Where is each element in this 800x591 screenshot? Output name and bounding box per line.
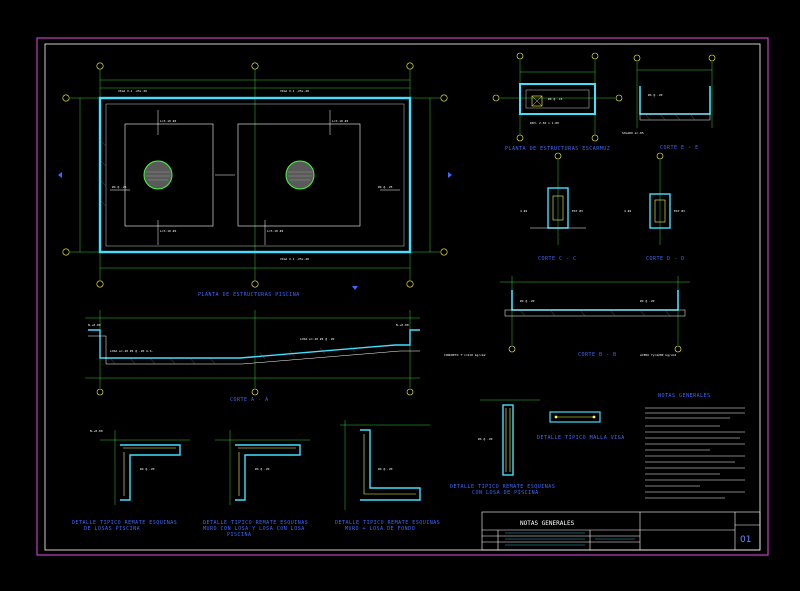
section-ee-drawing: #4 @ .20 SOLADO e=.05 xyxy=(622,54,716,135)
sheet-number: 01 xyxy=(740,535,752,545)
svg-text:DIM. 2.50 x 1.00: DIM. 2.50 x 1.00 xyxy=(530,121,559,125)
detail-2-line3: PISCINA xyxy=(227,532,252,538)
detail-1-drawing: #4 @ .20 N.+0.00 xyxy=(90,429,190,505)
pit-plan: #4 @ .15 DIM. 2.50 x 1.00 xyxy=(492,52,623,142)
outer-sheet-border xyxy=(36,37,769,556)
svg-text:#4 @ .20: #4 @ .20 xyxy=(640,299,655,303)
detail-3-line2: MURO + LOSA DE FONDO xyxy=(345,526,416,532)
detail-3-title: DETALLE TIPICO REMATE ESQUINAS MURO + LO… xyxy=(335,520,440,532)
svg-text:LOSA e=.20 #4 @ .20: LOSA e=.20 #4 @ .20 xyxy=(300,337,335,341)
svg-text:#4 @ .20: #4 @ .20 xyxy=(520,299,535,303)
detail-3-drawing: #4 @ .20 xyxy=(340,420,430,510)
section-cc-title: CORTE C - C xyxy=(538,256,577,262)
svg-text:L=3.10 #4: L=3.10 #4 xyxy=(267,229,283,233)
detail-1-line1: DETALLE TIPICO REMATE ESQUINAS xyxy=(72,520,178,526)
detail-2-line1: DETALLE TIPICO REMATE ESQUINAS xyxy=(203,520,309,526)
detail-4-line2: CON LOSA DE PISCINA xyxy=(472,490,539,496)
svg-text:CONCRETO f'c=210 kg/cm2: CONCRETO f'c=210 kg/cm2 xyxy=(444,353,486,357)
detail-1-line2: DE LOSAS PISCINA xyxy=(84,526,141,532)
plan-pit-title: PLANTA DE ESTRUCTURAS ESCARMUZ xyxy=(505,146,611,152)
svg-text:N.+0.00: N.+0.00 xyxy=(88,323,101,327)
svg-text:#4 @ .25: #4 @ .25 xyxy=(112,185,127,189)
title-block xyxy=(481,511,761,551)
detail-2-title: DETALLE TIPICO REMATE ESQUINAS MURO CON … xyxy=(203,520,308,538)
section-dd-drawing: 4 #4 EST #3 xyxy=(624,152,685,245)
detail-4-title: DETALLE TIPICO REMATE ESQUINAS CON LOSA … xyxy=(450,484,555,496)
section-dd-title: CORTE D - D xyxy=(646,256,685,262)
detail-5-title: DETALLE TIPICO MALLA VIGA xyxy=(537,435,625,441)
svg-text:#4 @ .20: #4 @ .20 xyxy=(140,467,155,471)
svg-text:VIGA V-1 .25x.40: VIGA V-1 .25x.40 xyxy=(280,257,309,261)
detail-4-line1: DETALLE TIPICO REMATE ESQUINAS xyxy=(450,484,556,490)
detail-3-line1: DETALLE TIPICO REMATE ESQUINAS xyxy=(335,520,441,526)
detail-5-drawing xyxy=(549,411,601,423)
svg-text:N.+0.00: N.+0.00 xyxy=(396,323,409,327)
svg-text:EST #3: EST #3 xyxy=(572,209,583,213)
svg-text:L=3.10 #4: L=3.10 #4 xyxy=(332,119,348,123)
svg-text:#4 @ .25: #4 @ .25 xyxy=(378,185,393,189)
pool-plan: L=3.10 #4 L=3.10 #4 L=3.10 #4 L=3.10 #4 … xyxy=(58,62,452,290)
svg-text:#4 @ .20: #4 @ .20 xyxy=(648,93,663,97)
svg-text:4 #4: 4 #4 xyxy=(520,209,527,213)
inner-sheet-border xyxy=(44,43,761,551)
svg-text:#4 @ .20: #4 @ .20 xyxy=(478,437,493,441)
svg-text:4 #4: 4 #4 xyxy=(624,209,631,213)
notes-text-lines xyxy=(645,407,745,499)
notes-header: NOTAS GENERALES xyxy=(658,393,711,399)
detail-1-title: DETALLE TIPICO REMATE ESQUINAS DE LOSAS … xyxy=(72,520,177,532)
plan-main-title: PLANTA DE ESTRUCTURAS PISCINA xyxy=(198,292,300,298)
svg-text:#4 @ .15: #4 @ .15 xyxy=(548,97,563,101)
svg-text:#4 @ .20: #4 @ .20 xyxy=(378,467,393,471)
svg-text:SOLADO e=.05: SOLADO e=.05 xyxy=(622,131,644,135)
svg-text:ACERO fy=4200 kg/cm2: ACERO fy=4200 kg/cm2 xyxy=(640,353,676,357)
title-block-header: NOTAS GENERALES xyxy=(520,520,575,527)
svg-text:LOSA e=.20 #4 @ .20 A.S.: LOSA e=.20 #4 @ .20 A.S. xyxy=(110,349,154,353)
svg-text:VIGA V-1 .25x.40: VIGA V-1 .25x.40 xyxy=(118,89,147,93)
section-ee-title: CORTE E - E xyxy=(660,145,699,151)
detail-2-drawing: #4 @ .20 xyxy=(215,430,310,505)
svg-text:#4 @ .20: #4 @ .20 xyxy=(255,467,270,471)
svg-text:EST #3: EST #3 xyxy=(674,209,685,213)
section-aa-title: CORTE A - A xyxy=(230,397,269,403)
section-cc-drawing: 4 #4 EST #3 xyxy=(520,152,586,245)
section-bb-drawing: #4 @ .20 #4 @ .20 CONCRETO f'c=210 kg/cm… xyxy=(444,276,690,357)
detail-4-drawing: #4 @ .20 xyxy=(478,399,540,476)
svg-text:L=3.10 #4: L=3.10 #4 xyxy=(160,119,176,123)
svg-text:N.+0.00: N.+0.00 xyxy=(90,429,103,433)
section-bb-title: CORTE B - B xyxy=(578,352,617,358)
detail-2-line2: MURO CON LOSA Y LOSA CON LOSA xyxy=(203,526,305,532)
section-aa-drawing: LOSA e=.20 #4 @ .20 A.S. LOSA e=.20 #4 @… xyxy=(85,310,420,396)
svg-text:L=3.10 #4: L=3.10 #4 xyxy=(160,229,176,233)
svg-text:VIGA V-1 .25x.40: VIGA V-1 .25x.40 xyxy=(280,89,309,93)
